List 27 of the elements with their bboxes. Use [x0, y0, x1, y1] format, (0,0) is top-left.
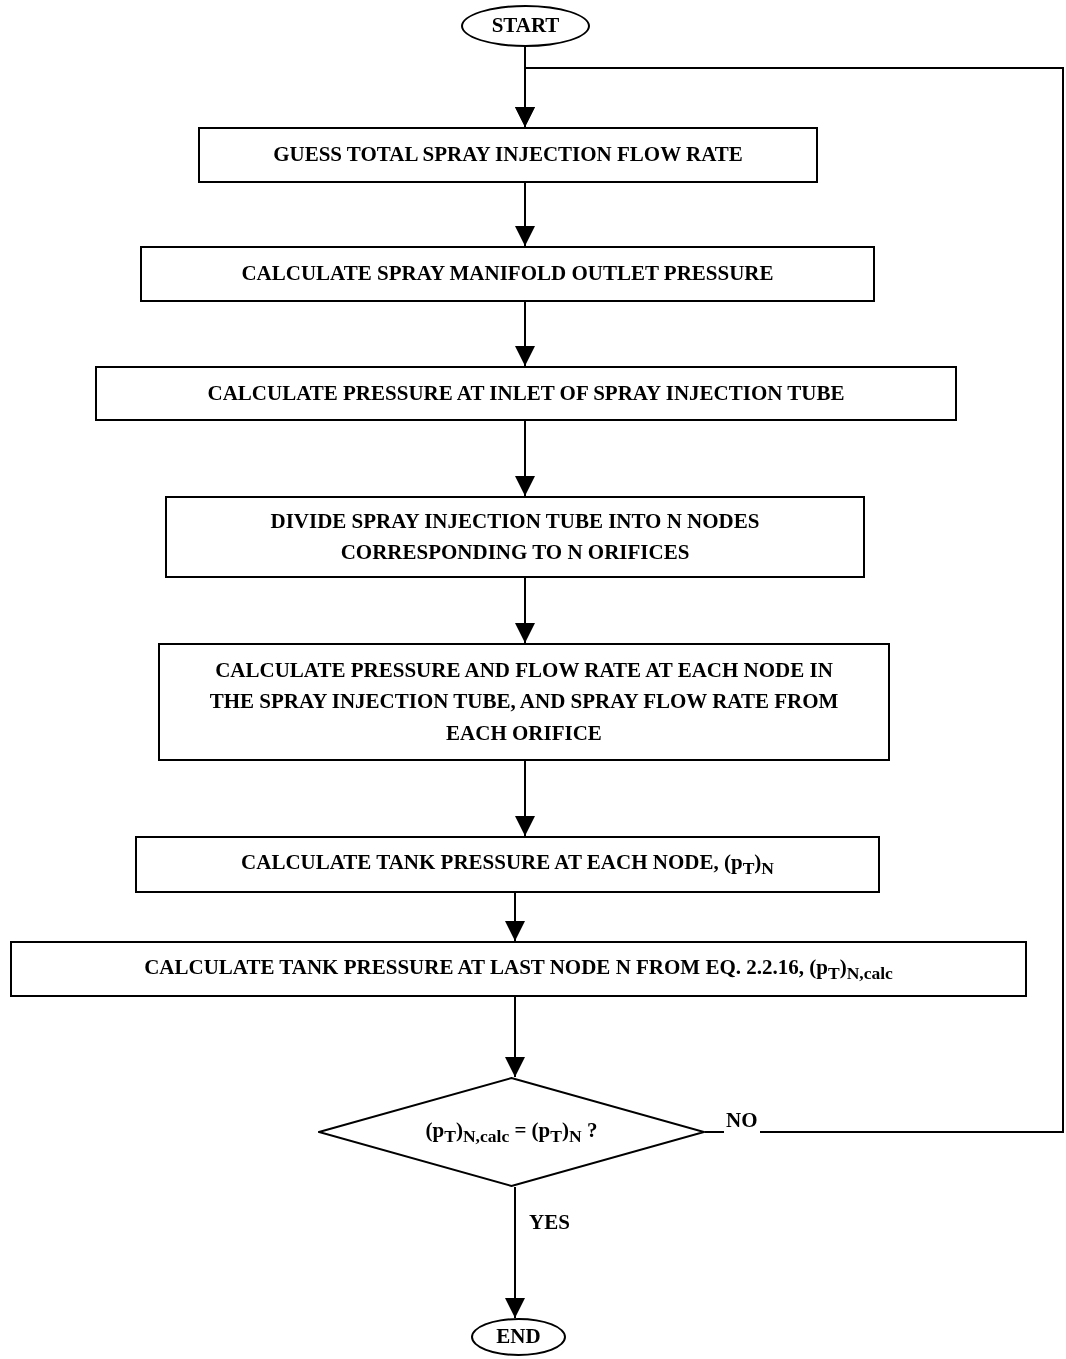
arrow — [515, 301, 535, 367]
step-text: CALCULATE PRESSURE AND FLOW RATE AT EACH NODE IN THE SPRAY INJECTION TUBE, AND SPRAY FLOW RATE FROM EACH ORIFICE — [208, 656, 840, 747]
step-text: CALCULATE SPRAY MANIFOLD OUTLET PRESSURE — [240, 260, 775, 288]
arrow — [515, 760, 535, 837]
arrow — [505, 1186, 525, 1319]
arrow — [515, 420, 535, 497]
arrow — [505, 892, 525, 942]
step-text: END — [496, 1323, 541, 1351]
process-box — [158, 643, 890, 761]
process-box — [140, 246, 875, 302]
process-box — [10, 941, 1027, 997]
step-text: CALCULATE TANK PRESSURE AT EACH NODE, (p$_{T}$)$_{N}$ — [240, 849, 775, 881]
step-text: GUESS TOTAL SPRAY INJECTION FLOW RATE — [272, 141, 744, 169]
step-text: CALCULATE TANK PRESSURE AT LAST NODE N FROM EQ. 2.2.16, (p$_{T}$)$_{N,calc}$ — [143, 953, 894, 985]
process-box — [198, 127, 818, 183]
arrow — [515, 577, 535, 644]
decision-diamond — [318, 1077, 705, 1187]
step-text: DIVIDE SPRAY INJECTION TUBE INTO N NODES CORRESPONDING TO N ORIFICES — [269, 507, 761, 566]
step-text: START — [491, 12, 560, 40]
process-box — [95, 366, 957, 421]
arrow — [515, 67, 1064, 1133]
step-text: CALCULATE PRESSURE AT INLET OF SPRAY INJECTION TUBE — [206, 379, 846, 407]
process-box — [165, 496, 865, 578]
process-box — [135, 836, 880, 893]
arrow — [505, 996, 525, 1078]
step-text: (p$_{T}$)$_{N,calc}$ = (p$_{T}$)$_{N}$ ? — [425, 1116, 598, 1148]
arrow — [515, 182, 535, 247]
